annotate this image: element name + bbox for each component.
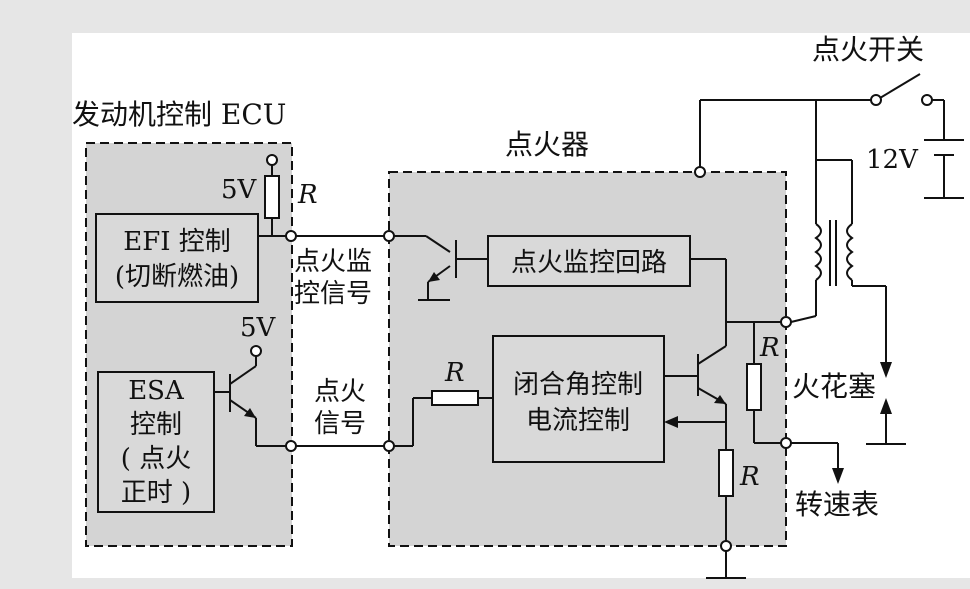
ecu-monitor-terminal xyxy=(285,230,297,242)
igniter-emitter-resistor xyxy=(718,449,734,497)
igniter-ground-terminal xyxy=(720,540,732,552)
ecu-5v-label-bottom: 5V xyxy=(240,313,277,343)
igniter-coil-terminal xyxy=(780,316,792,328)
tach-resistor-label: R xyxy=(759,333,780,363)
ecu-ignite-terminal xyxy=(285,440,297,452)
ignition-coil xyxy=(790,160,887,362)
monitor-circuit-label: 点火监控回路 xyxy=(511,248,667,278)
dwell-current-control-block xyxy=(492,335,665,463)
battery-voltage-label: 12V xyxy=(866,145,919,175)
monitor-transistor xyxy=(394,235,488,301)
monitor-signal-label-line2: 控信号 xyxy=(294,279,372,309)
spark-plug-symbol xyxy=(866,362,906,445)
ignition-switch-label: 点火开关 xyxy=(812,33,924,66)
ecu-resistor-label: R xyxy=(297,180,318,210)
esa-control-block xyxy=(97,371,215,513)
efi-label-line2: (切断燃油) xyxy=(115,262,239,292)
igniter-tach-terminal xyxy=(780,437,792,449)
efi-control-block xyxy=(95,213,259,303)
igniter-ignite-terminal xyxy=(383,440,395,452)
esa-label-line4: 正时 ) xyxy=(121,478,191,508)
ecu-title: 发动机控制 ECU xyxy=(72,98,286,131)
efi-label-line1: EFI 控制 xyxy=(123,227,231,257)
ecu-pullup-resistor xyxy=(264,175,280,219)
dwell-control-label-line1: 闭合角控制 xyxy=(513,370,643,400)
spark-plug-label: 火花塞 xyxy=(792,370,876,403)
monitor-circuit-block xyxy=(487,235,691,287)
igniter-tach-resistor xyxy=(746,363,762,411)
feedback-arrow-icon xyxy=(664,416,678,428)
tachometer-arrow-icon xyxy=(832,468,844,484)
igniter-input-resistor xyxy=(431,390,479,406)
tachometer-label: 转速表 xyxy=(795,488,879,521)
input-resistor-label: R xyxy=(444,358,465,388)
igniter-title: 点火器 xyxy=(505,128,589,161)
emitter-resistor-label: R xyxy=(739,462,760,492)
ecu-5v-terminal-top xyxy=(266,154,278,166)
esa-transistor xyxy=(214,356,286,447)
power-transistor xyxy=(664,322,727,446)
esa-label-line3: ( 点火 xyxy=(121,444,191,474)
dwell-control-label-line2: 电流控制 xyxy=(526,406,630,436)
esa-label-line2: 控制 xyxy=(130,410,182,440)
esa-label-line1: ESA xyxy=(128,376,185,406)
ecu-5v-terminal-bottom xyxy=(250,345,262,357)
ignition-switch-lever xyxy=(879,73,921,99)
ignite-signal-label-line1: 点火 xyxy=(314,377,366,407)
battery-symbol xyxy=(924,139,964,199)
switch-terminal-left xyxy=(870,94,882,106)
igniter-monitor-terminal xyxy=(383,230,395,242)
switch-terminal-right xyxy=(921,94,933,106)
igniter-power-terminal xyxy=(694,166,706,178)
ecu-5v-label-top: 5V xyxy=(221,175,258,205)
ignite-signal-label-line2: 信号 xyxy=(314,409,366,439)
monitor-signal-label-line1: 点火监 xyxy=(294,247,372,277)
